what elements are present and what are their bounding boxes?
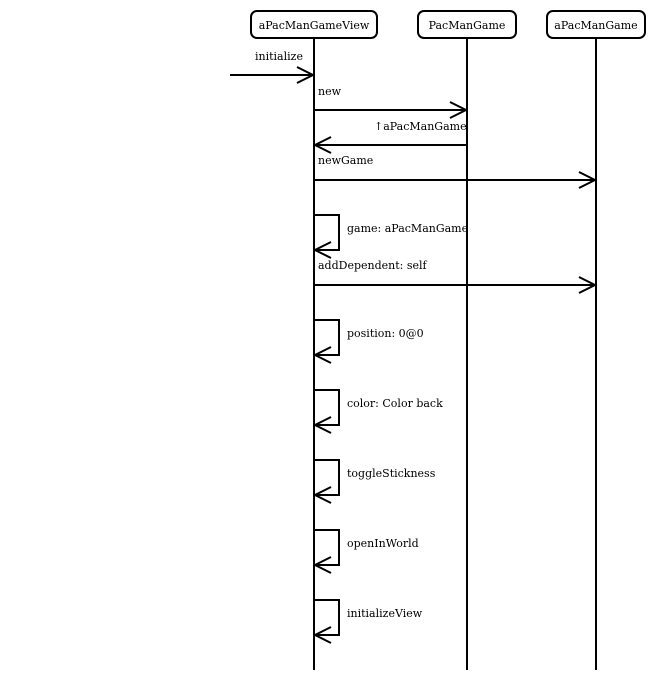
message-openinworld: openInWorld [312,529,419,574]
message-newgame: newGame [314,154,598,189]
message-label: position: 0@0 [347,327,424,340]
message-label: game: aPacManGame [347,222,468,235]
arrowhead [312,416,332,434]
arrowhead [312,241,332,259]
message-label: newGame [318,154,373,167]
message-label: initializeView [347,607,423,620]
message-label: openInWorld [347,537,419,550]
arrowhead [578,171,598,189]
message-togglestickness: toggleStickness [312,459,436,504]
arrowhead [312,136,332,154]
arrowhead [578,276,598,294]
self-loop-arrow [314,599,340,636]
lifeline-label: aPacManGameView [259,19,370,32]
message-label: toggleStickness [347,467,436,480]
message-label: color: Color back [347,397,443,410]
lifeline-pacmangame-class: PacManGame [417,10,517,670]
message-label: new [318,85,342,98]
lifeline-apacmangame: aPacManGame [546,10,646,670]
message-initialize: initialize [230,50,316,84]
message-position: position: 0@0 [312,319,424,364]
self-loop-arrow [314,529,340,566]
self-loop-arrow [314,214,340,251]
message-new: new [314,85,469,119]
lifeline-box [250,10,378,39]
arrowhead [449,101,469,119]
message-color: color: Color back [312,389,443,434]
lifeline-label: PacManGame [429,19,506,32]
arrowhead [312,486,332,504]
arrowhead [296,66,316,84]
self-loop-arrow [314,319,340,356]
message-label: addDependent: self [318,259,428,272]
self-loop-arrow [314,389,340,426]
self-loop-arrow [314,459,340,496]
message-label: initialize [255,50,303,63]
lifeline-box [546,10,646,39]
message-return-apacmangame: ↑aPacManGame [312,120,467,154]
arrowhead [312,626,332,644]
message-adddependent: addDependent: self [314,259,598,294]
lifeline-label: aPacManGame [554,19,637,32]
message-initializeview: initializeView [312,599,423,644]
lifeline-box [417,10,517,39]
message-game-setter: game: aPacManGame [312,214,468,259]
arrowhead [312,556,332,574]
arrowhead [312,346,332,364]
message-label: ↑aPacManGame [374,120,467,133]
